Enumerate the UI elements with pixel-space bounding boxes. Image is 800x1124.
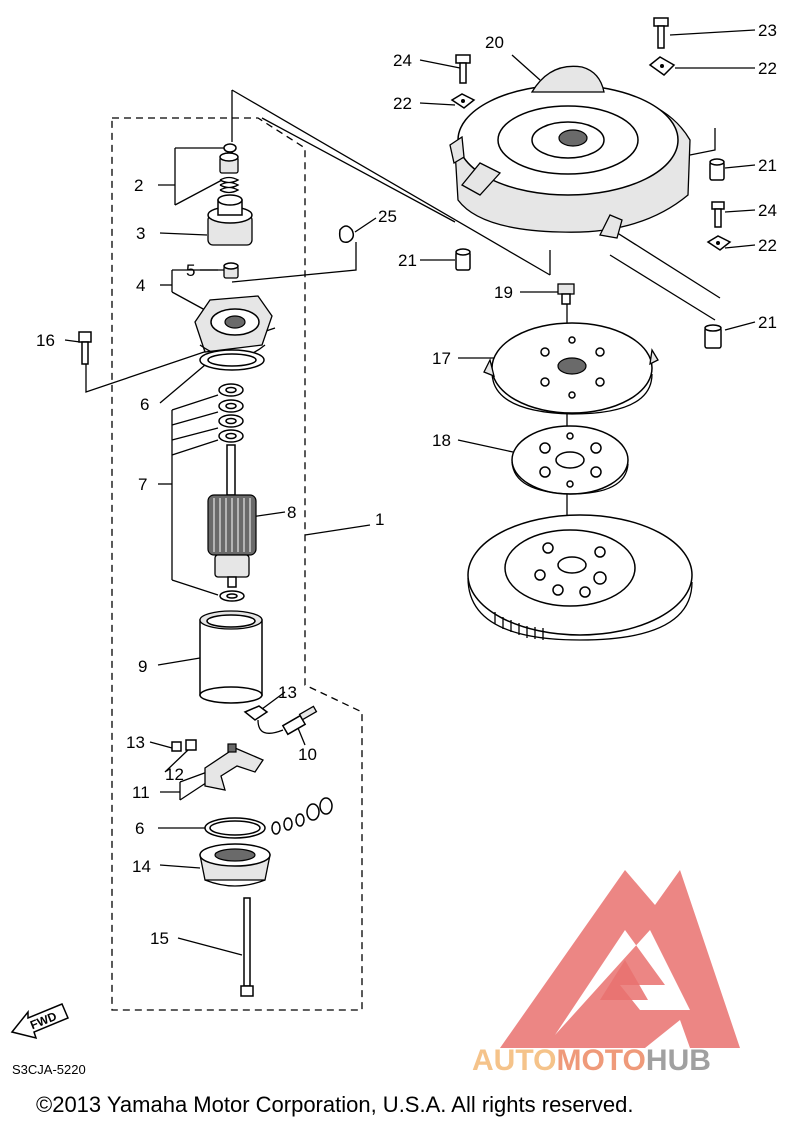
part-22-grommet-top-right <box>648 56 676 76</box>
part-11-brush-holder <box>204 743 264 791</box>
part-17-plate <box>483 322 659 415</box>
part-10-brush-lead <box>243 705 318 736</box>
part-12-brush <box>185 739 197 751</box>
part-24-bolt-right <box>711 201 725 228</box>
label-4: 4 <box>136 276 145 295</box>
label-21-right-top: 21 <box>758 156 777 175</box>
part-19-nut <box>557 283 575 305</box>
label-18: 18 <box>432 431 451 450</box>
part-22-grommet-left <box>450 93 476 109</box>
label-1: 1 <box>375 510 384 529</box>
label-20: 20 <box>485 33 504 52</box>
part-14-rear-cover <box>199 843 271 887</box>
label-25: 25 <box>378 207 397 226</box>
part-20-flywheel-cover <box>449 65 691 239</box>
label-21-left: 21 <box>398 251 417 270</box>
part-13-nut <box>171 741 182 752</box>
label-13-left: 13 <box>126 733 145 752</box>
watermark-text: AUTOMOTOHUB <box>472 1044 711 1077</box>
part-25-clip <box>338 225 355 243</box>
label-9: 9 <box>138 657 147 676</box>
watermark-hub: HUB <box>646 1044 711 1077</box>
starter-assembly-outline <box>111 117 363 1011</box>
part-4-front-bracket <box>194 295 273 358</box>
label-13-top: 13 <box>278 683 297 702</box>
part-24-bolt-top <box>455 54 471 84</box>
watermark-auto: AUTO <box>472 1044 556 1077</box>
label-21-right-bottom: 21 <box>758 313 777 332</box>
label-16: 16 <box>36 331 55 350</box>
label-5: 5 <box>186 261 195 280</box>
rubber-seals-row <box>271 797 333 835</box>
label-12: 12 <box>165 765 184 784</box>
fwd-arrow-icon: FWD <box>10 1003 69 1040</box>
part-2-collar-spring <box>219 143 240 194</box>
label-22-top-right: 22 <box>758 59 777 78</box>
part-7-washers <box>218 383 244 443</box>
label-6-bottom: 6 <box>135 819 144 838</box>
label-10: 10 <box>298 745 317 764</box>
part-labels: 1 2 3 4 5 6 6 7 8 9 10 11 12 13 13 14 15… <box>36 21 777 948</box>
label-22-left: 22 <box>393 94 412 113</box>
flywheel <box>467 514 693 641</box>
part-21-collar-right-bottom <box>704 324 722 349</box>
part-22-grommet-right <box>706 235 732 251</box>
part-6-o-ring-top <box>199 349 265 371</box>
part-6-o-ring-bottom <box>204 817 266 839</box>
part-21-collar-right-top <box>709 158 725 181</box>
watermark-moto: MOTO <box>556 1044 645 1077</box>
part-9-yoke <box>199 610 263 704</box>
part-3-pinion <box>207 194 253 246</box>
part-16-bolt <box>78 331 92 365</box>
label-15: 15 <box>150 929 169 948</box>
part-8-armature <box>207 444 257 602</box>
diagram-code: S3CJA-5220 <box>12 1062 86 1077</box>
label-22-right: 22 <box>758 236 777 255</box>
part-5-bushing <box>223 262 239 279</box>
label-17: 17 <box>432 349 451 368</box>
label-24-right: 24 <box>758 201 777 220</box>
part-21-collar-left <box>455 248 471 271</box>
label-24-top: 24 <box>393 51 412 70</box>
part-15-through-bolt <box>240 897 254 997</box>
label-6-top: 6 <box>140 395 149 414</box>
label-11: 11 <box>132 783 150 802</box>
watermark-logo <box>500 870 740 1048</box>
part-18-plate <box>511 425 629 495</box>
label-2: 2 <box>134 176 143 195</box>
label-7: 7 <box>138 475 147 494</box>
label-3: 3 <box>136 224 145 243</box>
label-8: 8 <box>287 503 296 522</box>
copyright-notice: ©2013 Yamaha Motor Corporation, U.S.A. A… <box>36 1092 633 1117</box>
label-14: 14 <box>132 857 151 876</box>
label-19: 19 <box>494 283 513 302</box>
label-23: 23 <box>758 21 777 40</box>
part-23-bolt <box>653 17 669 49</box>
